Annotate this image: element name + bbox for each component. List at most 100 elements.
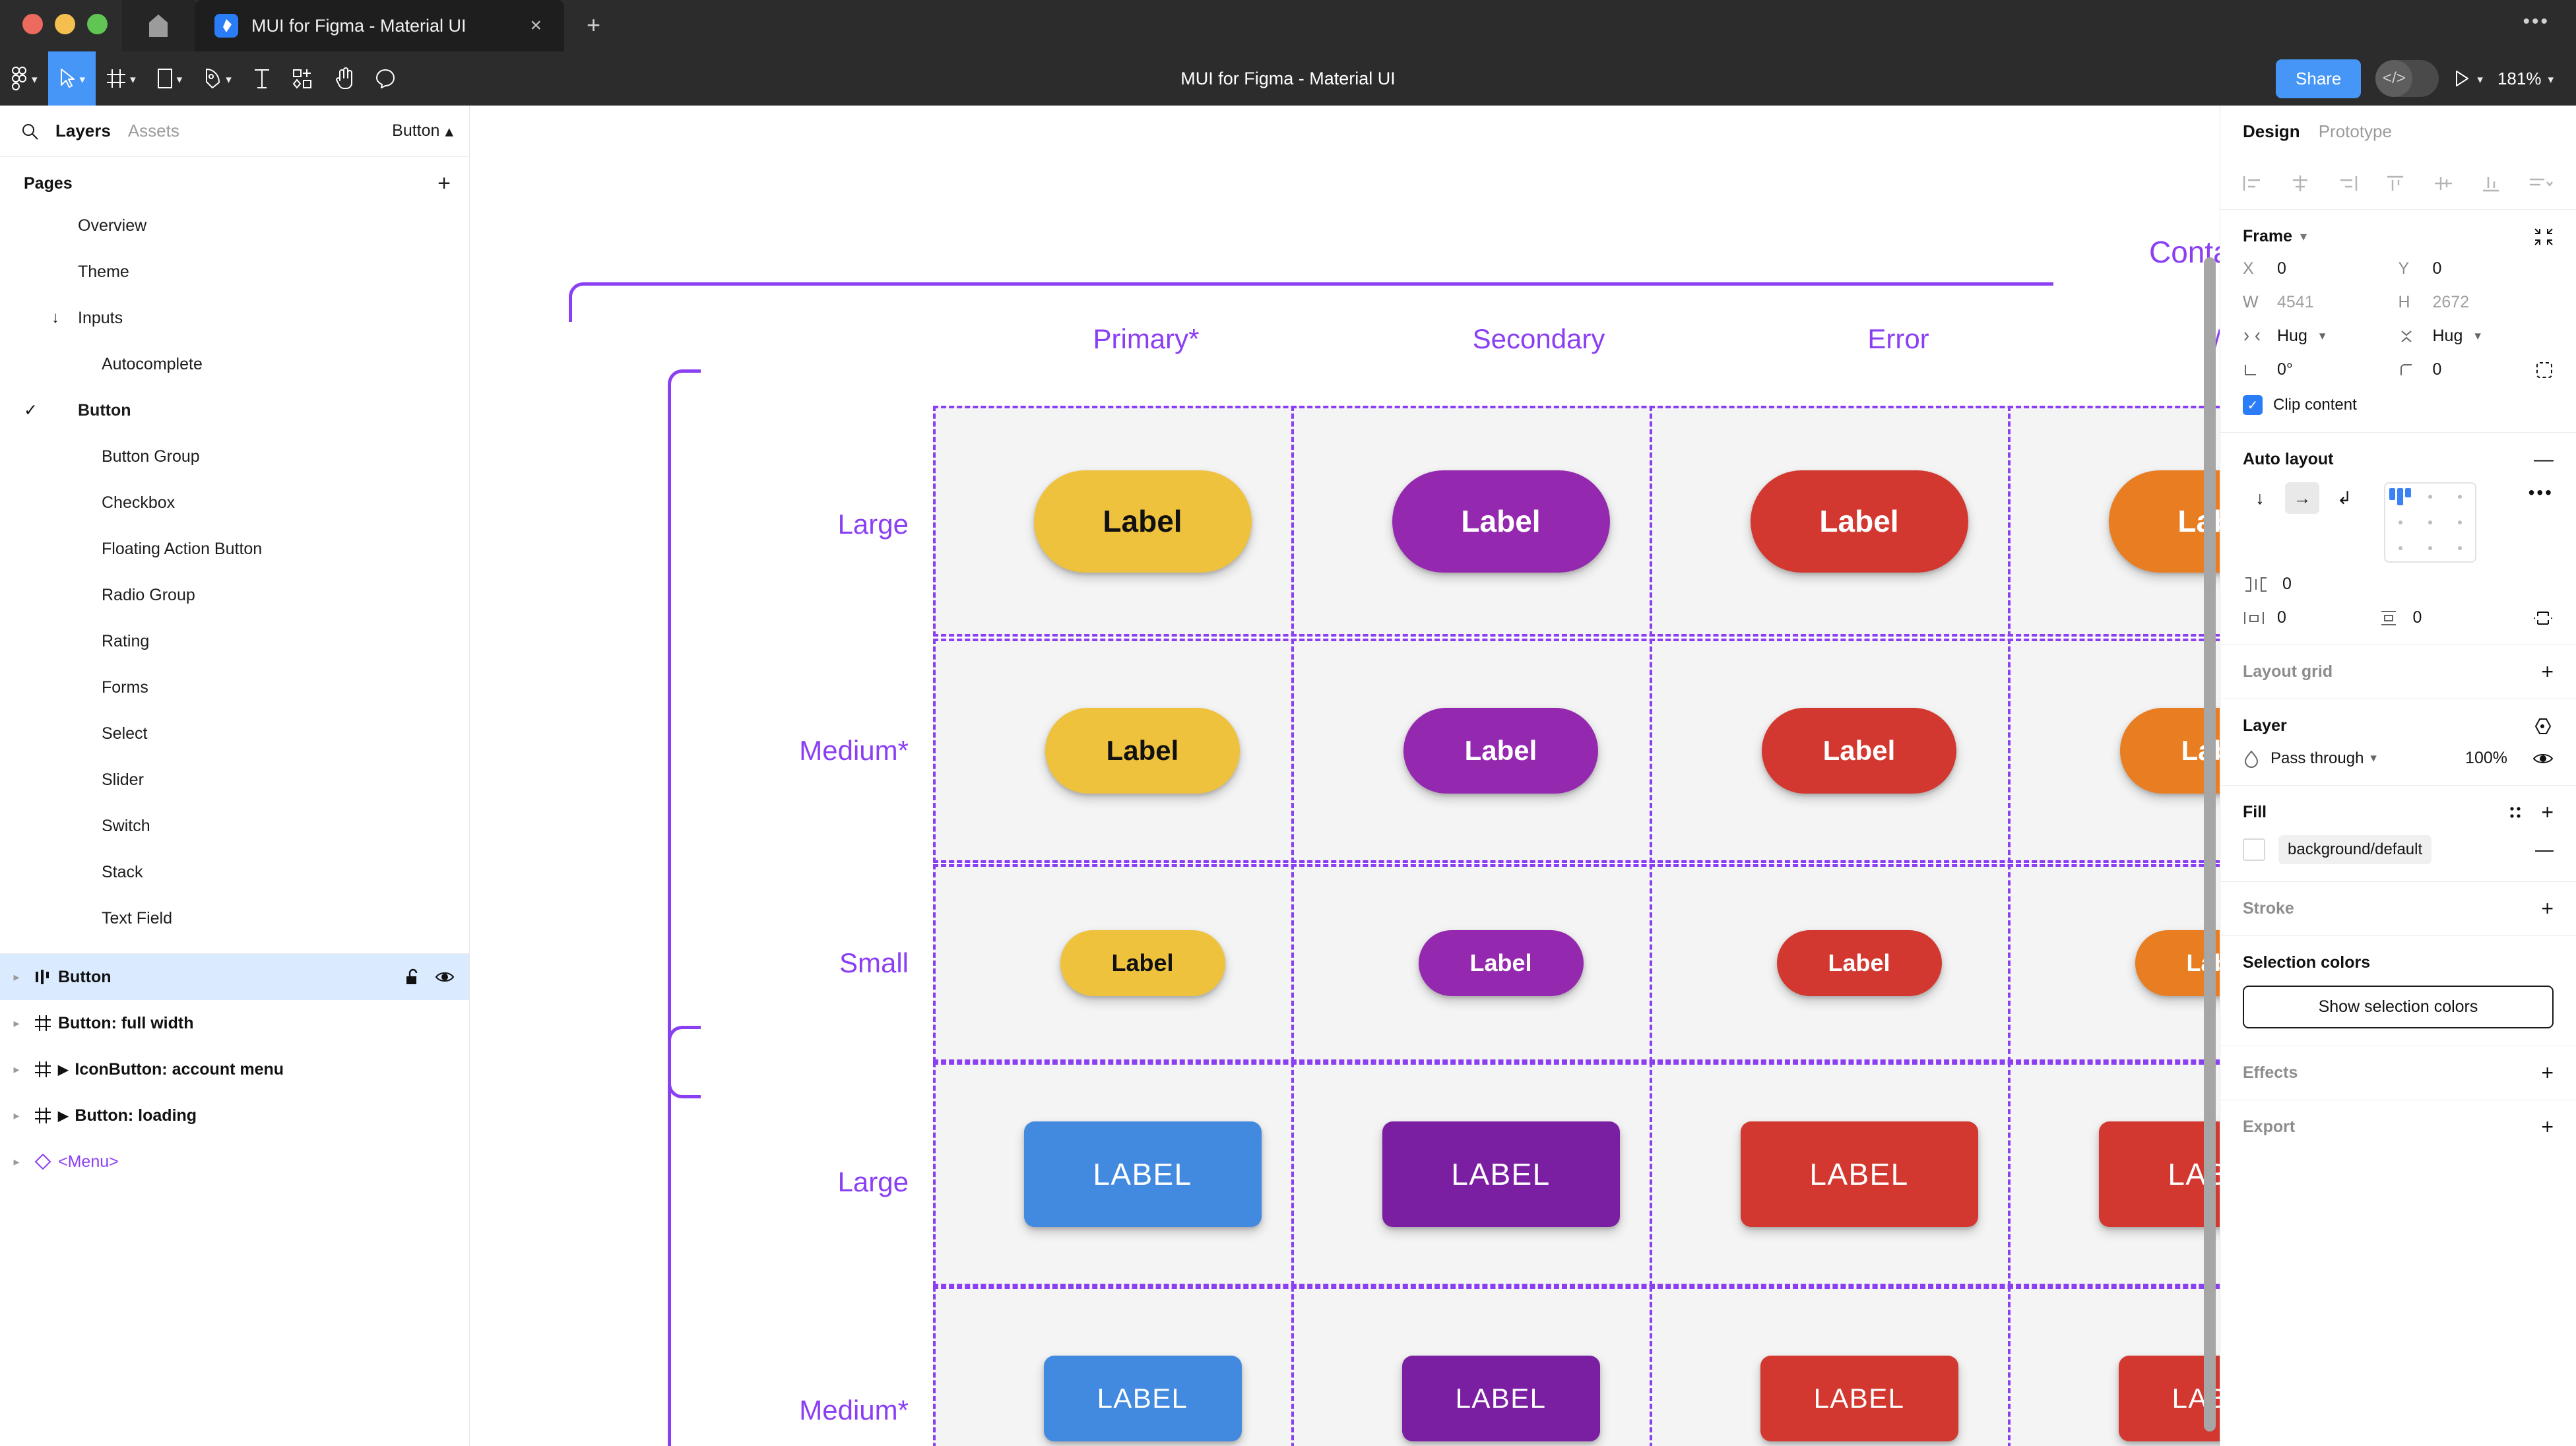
chevron-down-icon[interactable]: ▾	[2319, 329, 2326, 343]
page-item-button[interactable]: ✓Button	[0, 387, 469, 433]
layer-disclosure-icon[interactable]: ▸	[13, 1062, 20, 1076]
add-layout-grid-button[interactable]: +	[2541, 660, 2554, 684]
frame-y-field[interactable]: Y 0	[2399, 259, 2554, 278]
page-item-switch[interactable]: Switch	[0, 803, 469, 849]
tab-assets[interactable]: Assets	[127, 121, 179, 141]
alignment-pad[interactable]	[2384, 482, 2476, 563]
blend-mode-selector[interactable]: Pass through ▾	[2270, 749, 2377, 768]
layer-row[interactable]: ▸▶Button: loading	[0, 1092, 469, 1139]
layer-expand-triangle-icon[interactable]: ▶	[58, 1108, 69, 1123]
mui-button-preview[interactable]: LABEL	[1760, 1356, 1958, 1441]
frame-tool-icon[interactable]: ▾	[96, 51, 146, 106]
page-item-overview[interactable]: Overview	[0, 203, 469, 249]
mui-button-preview[interactable]: Label	[1418, 930, 1584, 996]
padding-horizontal-field[interactable]: 0	[2243, 608, 2379, 627]
layout-wrap-icon[interactable]: ↲	[2336, 487, 2352, 508]
layer-opacity-value[interactable]: 100%	[2465, 749, 2507, 767]
chevron-down-icon[interactable]: ▾	[2477, 73, 2483, 86]
new-tab-button[interactable]: +	[587, 11, 601, 38]
frame-x-field[interactable]: X 0	[2243, 259, 2399, 278]
layer-row[interactable]: ▸▶IconButton: account menu	[0, 1046, 469, 1092]
show-selection-colors-button[interactable]: Show selection colors	[2243, 986, 2554, 1028]
mui-button-preview[interactable]: LABEL	[1043, 1356, 1242, 1441]
clip-content-checkbox[interactable]: ✓	[2243, 395, 2263, 415]
add-stroke-button[interactable]: +	[2541, 896, 2554, 921]
search-icon[interactable]	[21, 123, 38, 140]
frame-corner-radius-field[interactable]: 0	[2399, 360, 2554, 379]
remove-fill-button[interactable]: —	[2535, 839, 2554, 860]
mui-button-preview[interactable]: Label	[1750, 470, 1968, 573]
chevron-down-icon[interactable]: ▾	[2474, 329, 2481, 343]
layer-disclosure-icon[interactable]: ▸	[13, 1108, 20, 1122]
mui-button-preview[interactable]: Label	[2108, 470, 2220, 573]
tab-layers[interactable]: Layers	[55, 121, 111, 141]
chevron-down-icon[interactable]: ▾	[226, 73, 232, 86]
page-item-select[interactable]: Select	[0, 710, 469, 757]
layer-disclosure-icon[interactable]: ▸	[13, 970, 20, 984]
align-right-icon[interactable]	[2338, 175, 2358, 192]
page-item-forms[interactable]: Forms	[0, 664, 469, 710]
add-export-button[interactable]: +	[2541, 1115, 2554, 1139]
page-item-rating[interactable]: Rating	[0, 618, 469, 664]
mui-button-preview[interactable]: LABEL	[1401, 1356, 1600, 1441]
independent-corners-icon[interactable]	[2535, 361, 2554, 379]
layer-disclosure-icon[interactable]: ▸	[13, 1154, 20, 1168]
chevron-down-icon[interactable]: ▾	[176, 73, 183, 86]
individual-padding-icon[interactable]	[2532, 610, 2554, 627]
chevron-down-icon[interactable]: ▾	[32, 73, 38, 86]
pen-tool-icon[interactable]: ▾	[193, 51, 242, 106]
mui-button-preview[interactable]: LABEL	[1740, 1121, 1978, 1227]
zoom-level-selector[interactable]: 181% ▾	[2497, 69, 2554, 89]
browser-more-menu-icon[interactable]: •••	[2523, 11, 2550, 32]
layout-horizontal-icon[interactable]: →	[2285, 482, 2319, 514]
mui-button-preview[interactable]: LABEL	[2098, 1121, 2220, 1227]
text-tool-icon[interactable]	[242, 51, 282, 106]
chevron-down-icon[interactable]: ▾	[2548, 73, 2554, 86]
page-item-stack[interactable]: Stack	[0, 849, 469, 895]
frame-hug-width-field[interactable]: Hug ▾	[2243, 327, 2399, 346]
chevron-down-icon[interactable]: ▾	[2300, 230, 2307, 244]
resize-to-fit-icon[interactable]	[2534, 228, 2554, 246]
page-item-checkbox[interactable]: Checkbox	[0, 480, 469, 526]
layer-row[interactable]: ▸Button	[0, 954, 469, 1000]
page-expand-arrow-icon[interactable]: ↓	[51, 309, 59, 327]
page-item-slider[interactable]: Slider	[0, 757, 469, 803]
canvas-vertical-scrollbar[interactable]	[2204, 257, 2216, 1431]
tab-prototype[interactable]: Prototype	[2318, 121, 2392, 141]
layer-annotation-icon[interactable]	[2534, 717, 2554, 736]
dev-mode-toggle[interactable]: </>	[2375, 60, 2439, 97]
mui-button-preview[interactable]: LABEL	[1382, 1121, 1620, 1227]
frame-w-field[interactable]: W 4541	[2243, 293, 2399, 312]
layer-disclosure-icon[interactable]: ▸	[13, 1016, 20, 1030]
hand-tool-icon[interactable]	[324, 51, 365, 106]
distribute-more-icon[interactable]	[2528, 175, 2554, 192]
mui-button-preview[interactable]: Label	[1762, 708, 1956, 794]
design-canvas[interactable]: Contained Primary*SecondaryErrorWarningL…	[470, 106, 2220, 1446]
fill-style-token[interactable]: background/default	[2278, 835, 2432, 864]
figma-menu-icon[interactable]: ▾	[0, 51, 48, 106]
components-tool-icon[interactable]	[282, 51, 324, 106]
frame-h-field[interactable]: H 2672	[2399, 293, 2554, 312]
page-item-autocomplete[interactable]: Autocomplete	[0, 341, 469, 387]
page-item-button-group[interactable]: Button Group	[0, 433, 469, 480]
layer-row[interactable]: ▸Button: full width	[0, 1000, 469, 1046]
comment-tool-icon[interactable]	[365, 51, 406, 106]
chevron-down-icon[interactable]: ▾	[79, 73, 86, 86]
page-item-inputs[interactable]: ↓Inputs	[0, 295, 469, 341]
align-horizontal-center-icon[interactable]	[2290, 175, 2310, 192]
mui-button-preview[interactable]: Label	[1033, 470, 1252, 573]
fill-styles-icon[interactable]	[2507, 804, 2524, 821]
align-bottom-icon[interactable]	[2481, 175, 2501, 192]
layer-row[interactable]: ▸<Menu>	[0, 1139, 469, 1185]
align-left-icon[interactable]	[2243, 175, 2263, 192]
add-page-button[interactable]: +	[437, 170, 451, 196]
padding-vertical-field[interactable]: 0	[2379, 608, 2515, 627]
page-item-text-field[interactable]: Text Field	[0, 895, 469, 941]
unlock-icon[interactable]	[404, 968, 420, 986]
auto-layout-gap-row[interactable]: 0	[2243, 575, 2554, 594]
layer-visibility-icon[interactable]	[2532, 751, 2554, 767]
browser-tab-active[interactable]: MUI for Figma - Material UI ×	[195, 0, 564, 51]
close-window-button[interactable]	[22, 14, 43, 34]
clip-content-row[interactable]: ✓ Clip content	[2243, 395, 2554, 415]
share-button[interactable]: Share	[2276, 59, 2362, 98]
